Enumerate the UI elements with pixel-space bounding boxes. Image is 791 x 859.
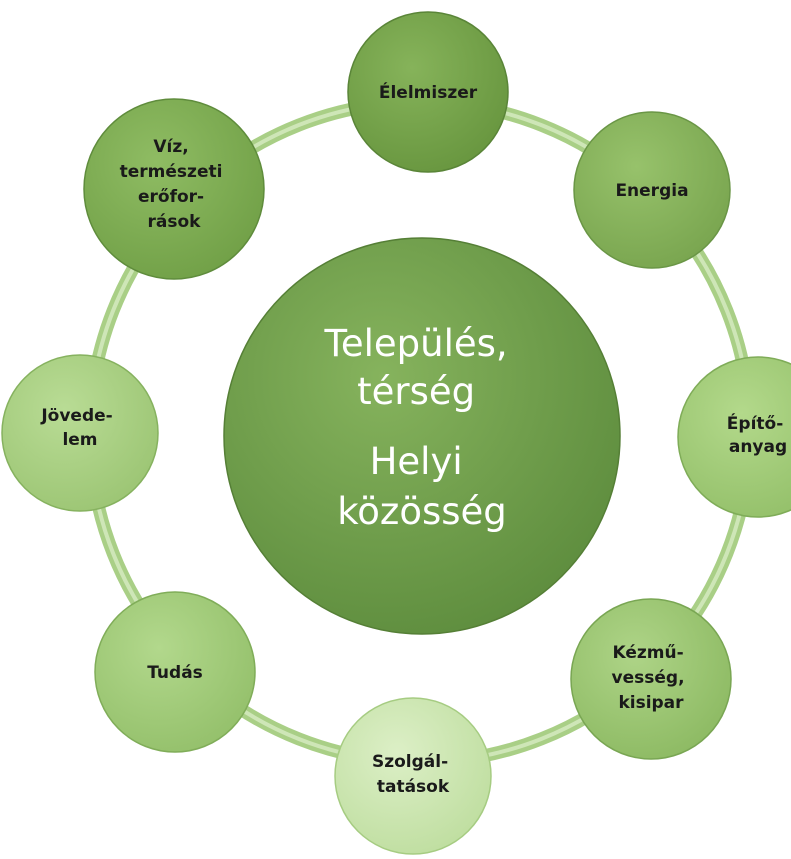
- center-text-line: közösség: [337, 490, 507, 533]
- svg-text:Víz, természeti er: Víz, természeti erőfor- rások: [120, 137, 229, 232]
- node-label: lem: [62, 430, 97, 450]
- node-kezmuvesseg: Kézmű- vesség, kisipar: [570, 598, 732, 760]
- node-tudas: Tudás: [94, 591, 256, 753]
- svg-text:Energia: Energia: [615, 181, 688, 201]
- node-label: Tudás: [147, 663, 203, 683]
- svg-text:Építő- anyag: Építő- anyag: [727, 412, 789, 457]
- node-label: anyag: [729, 437, 787, 457]
- svg-text:Tudás: Tudás: [147, 663, 203, 683]
- node-elelmiszer: Élelmiszer: [347, 11, 509, 173]
- node-label: tatások: [377, 777, 450, 797]
- node-label: erőfor-: [138, 187, 204, 207]
- node-label: rások: [148, 212, 202, 232]
- center-text-line: térség: [357, 370, 475, 413]
- node-epitoanyag: Építő- anyag: [677, 356, 791, 518]
- node-label: kisipar: [618, 693, 684, 713]
- node-label: Energia: [615, 181, 688, 201]
- svg-text:Jövede- lem: Jövede- lem: [40, 406, 118, 450]
- node-label: természeti: [120, 162, 223, 182]
- node-label: Szolgál-: [372, 752, 448, 772]
- node-szolgaltatasok: Szolgál- tatások: [334, 697, 492, 855]
- center-text-line: Település,: [324, 322, 508, 365]
- svg-text:Élelmiszer: Élelmiszer: [379, 81, 478, 103]
- node-energia: Energia: [573, 111, 731, 269]
- svg-text:Szolgál- tatások: Szolgál- tatások: [372, 752, 454, 797]
- node-label: Jövede-: [40, 406, 112, 426]
- svg-text:Település, térség: Település, térség Helyi közösség: [324, 322, 520, 533]
- node-label: Víz,: [153, 137, 188, 157]
- center-circle: Település, térség Helyi közösség: [223, 237, 621, 635]
- node-jovedelem: Jövede- lem: [1, 354, 159, 512]
- node-viz: Víz, természeti erőfor- rások: [83, 98, 265, 280]
- center-text-line: Helyi: [370, 440, 463, 483]
- node-label: Építő-: [727, 412, 783, 434]
- node-label: vesség,: [612, 668, 685, 688]
- svg-text:Kézmű- vesség, kis: Kézmű- vesség, kisipar: [612, 643, 691, 713]
- node-label: Élelmiszer: [379, 81, 478, 103]
- node-label: Kézmű-: [612, 643, 683, 663]
